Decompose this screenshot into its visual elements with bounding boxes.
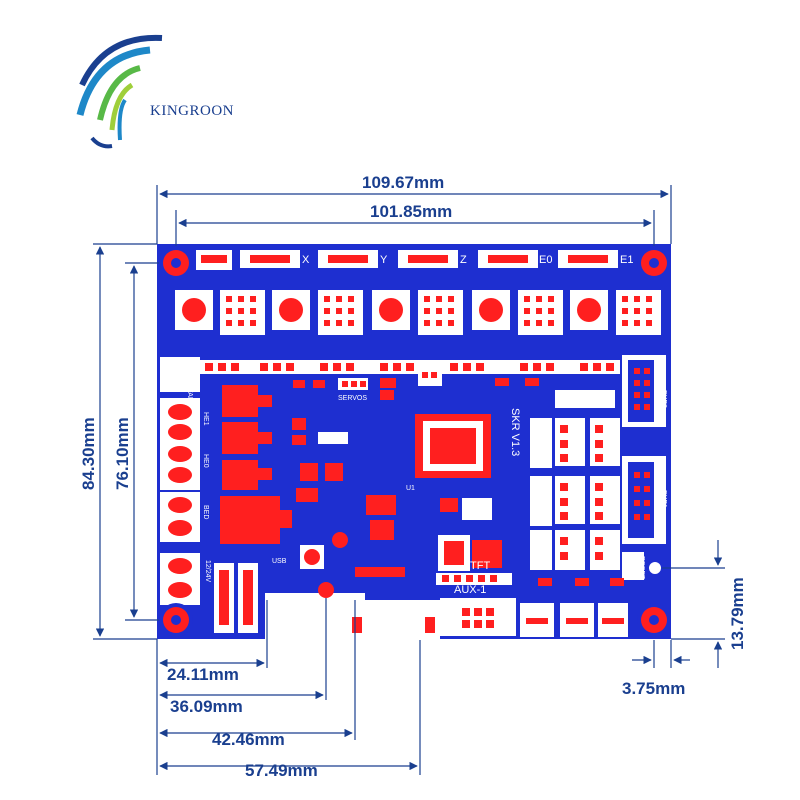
- reset-label: RESET: [638, 556, 645, 580]
- aux-connector: [440, 598, 516, 636]
- motor-connectors: [196, 250, 618, 270]
- dim-hole-width: 101.85mm: [370, 202, 452, 221]
- dim-bottom-offset: 13.79mm: [728, 577, 747, 650]
- bed-terminal: [160, 492, 200, 542]
- endstop-headers: [200, 360, 620, 374]
- reset-button: [647, 560, 663, 576]
- kingroon-logo: [76, 34, 163, 149]
- reset-area: [622, 552, 644, 580]
- tft-label: TFT: [470, 560, 490, 572]
- right-headers: [530, 418, 620, 570]
- fuses: [214, 563, 258, 633]
- usb-label: USB: [272, 558, 287, 565]
- driver-sockets: [175, 290, 661, 335]
- power-label: 12/24V: [204, 560, 211, 583]
- he0-label: HE0: [202, 454, 209, 468]
- exp2-label: EXP2: [660, 390, 667, 408]
- mosfets: [220, 385, 292, 544]
- he1-label: HE1: [202, 412, 209, 426]
- bed-label: BED: [202, 505, 209, 519]
- dim-right-offset: 3.75mm: [622, 679, 685, 698]
- motor-label-e0: E0: [539, 254, 552, 266]
- mcu-chip: [415, 414, 491, 478]
- motor-label-z: Z: [460, 254, 467, 266]
- fan-label: -FAN+: [186, 386, 193, 406]
- fan-connector: [160, 357, 200, 392]
- aux-label: AUX-1: [454, 584, 486, 596]
- motor-label-e1: E1: [620, 254, 633, 266]
- dim-hole-to-jack: 42.46mm: [212, 730, 285, 749]
- dim-hole-to-sd: 36.09mm: [170, 697, 243, 716]
- dimension-lines: [93, 185, 725, 775]
- exp1-label: EXP1: [660, 490, 667, 508]
- motor-label-x: X: [302, 254, 310, 266]
- thermistor-connectors: [520, 578, 628, 637]
- exp-connectors: [622, 355, 666, 544]
- heater-terminal: [160, 398, 200, 490]
- dim-overall-width: 109.67mm: [362, 173, 444, 192]
- dim-hole-height: 76.10mm: [113, 417, 132, 490]
- board-model: SKR V1.3: [509, 408, 521, 456]
- dim-hole-to-tf: 57.49mm: [245, 761, 318, 780]
- dim-hole-to-usb: 24.11mm: [167, 665, 239, 684]
- motor-label-y: Y: [380, 254, 388, 266]
- usb-port: [265, 593, 365, 639]
- brand-name: KINGROON: [150, 103, 234, 119]
- servos-label: SERVOS: [338, 395, 367, 402]
- power-terminal: [160, 553, 200, 605]
- misc-components: [292, 368, 615, 598]
- mounting-holes: [159, 246, 671, 637]
- u1-label: U1: [406, 485, 415, 492]
- dim-overall-height: 84.30mm: [79, 417, 98, 490]
